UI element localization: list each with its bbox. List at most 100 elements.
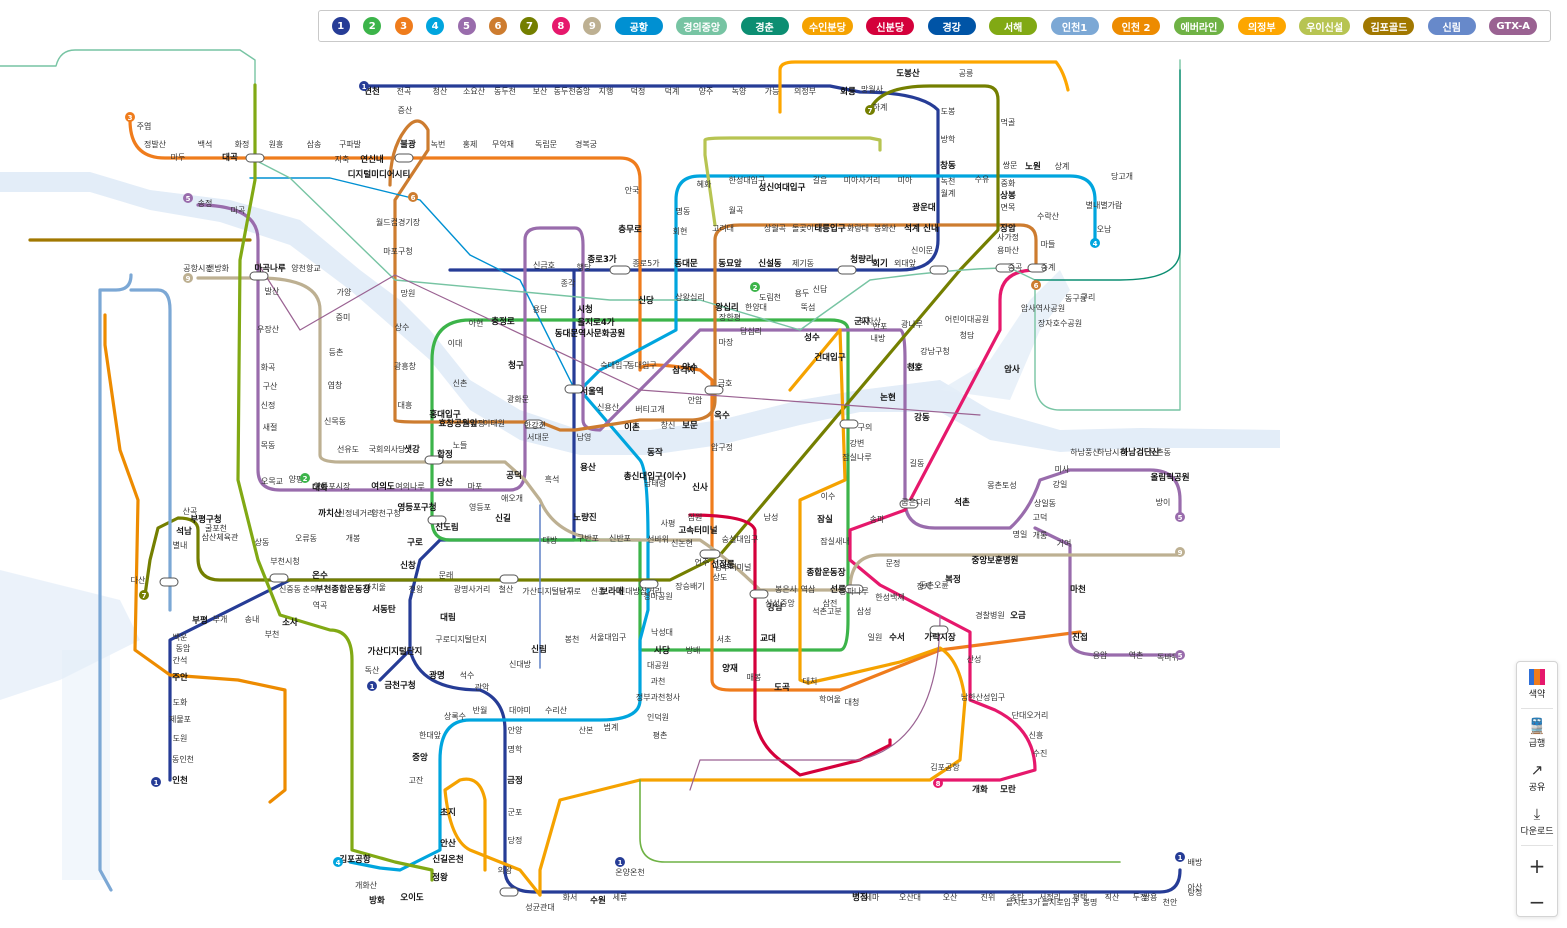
station-label[interactable]: 마장 [719,337,734,347]
station-label[interactable]: 태릉입구 [814,223,845,234]
station-label[interactable]: 증미 [336,313,351,322]
station-label[interactable]: 중화 [1001,179,1016,188]
station-label[interactable]: 소요산 [463,86,486,96]
station-label[interactable]: 오산대 [899,892,921,902]
station-label[interactable]: 의왕 [498,865,513,875]
station-label[interactable]: 가산디지털단지 [368,646,423,657]
station-label[interactable]: 월드컵경기장 [376,217,421,227]
station-label[interactable]: 외대앞 [894,258,917,268]
station-label[interactable]: 여의나루 [395,481,424,491]
station-label[interactable]: 종로3가 [587,254,617,265]
station-label[interactable]: 일원 [868,633,883,642]
station-label[interactable]: 답십리 [740,326,762,336]
station-label[interactable]: 남영 [577,432,592,442]
station-label[interactable]: 동대입구 [627,361,656,370]
station-label[interactable]: 사당 [654,645,670,656]
station-label[interactable]: 까치울 [364,583,386,592]
line-incheon2[interactable] [103,313,287,804]
station-label[interactable]: 범계 [604,722,619,732]
station-label[interactable]: 남구로 [559,587,581,596]
station-label[interactable]: 주안 [172,672,188,683]
legend-line-8[interactable]: 9 [583,17,602,35]
station-label[interactable]: 반월 [473,705,488,715]
station-label[interactable]: 회현 [673,227,688,236]
station-label[interactable]: 잠원 [688,512,703,522]
station-label[interactable]: 정발산 [144,139,167,149]
station-label[interactable]: 덕정 [631,86,646,96]
station-label[interactable]: 학여울 [819,694,841,704]
station-label[interactable]: 성균관대 [525,902,554,912]
station-label[interactable]: 샛강 [404,444,420,455]
station-label[interactable]: 대청 [845,698,860,707]
station-label[interactable]: 월곡 [729,205,744,215]
station-label[interactable]: 석촌 [954,497,970,508]
station-label[interactable]: 돌곶이 [792,223,814,233]
station-label[interactable]: 삼산체육관 [202,532,239,542]
station-label[interactable]: 장지 [917,581,932,591]
station-label[interactable]: 마두 [171,153,186,162]
station-label[interactable]: 암사역사공원 [1021,303,1065,313]
station-label[interactable]: 부평 [192,615,208,626]
station-label[interactable]: 도화 [173,698,188,707]
station-label[interactable]: 진위 [981,892,996,902]
station-label[interactable]: 쌍문 [1003,160,1018,170]
station-label[interactable]: 서대문 [527,433,549,442]
line-6[interactable] [388,119,1038,432]
station-label[interactable]: 이태원 [483,418,505,428]
line-7[interactable] [143,84,1000,597]
station-label[interactable]: 오남 [1097,225,1112,234]
line-seohae[interactable] [236,83,434,882]
station-label[interactable]: 부평구청 [190,514,221,525]
station-label[interactable]: 오금 [1010,611,1026,621]
station-label[interactable]: 대흥 [398,400,413,410]
station-label[interactable]: 금천구청 [384,680,415,691]
station-label[interactable]: 온양온천 [615,867,644,877]
station-label[interactable]: 세류 [613,893,628,902]
legend-line-16[interactable]: 인천1 [1050,17,1099,35]
station-label[interactable]: 의정부 [794,86,816,96]
station-label[interactable]: 경마공원 [643,591,672,601]
station-label[interactable]: 수유 [975,175,990,184]
station-label[interactable]: 녹사평 [463,418,485,428]
station-label[interactable]: 상계 [1055,161,1070,171]
station-label[interactable]: 탕정 [1188,887,1203,897]
station-label[interactable]: 불광 [400,139,416,150]
station-label[interactable]: 구로디지털단지 [435,634,487,644]
legend-line-21[interactable]: 김포골드 [1363,17,1415,35]
station-label[interactable]: 둔촌오륜 [919,581,948,590]
line-ui-sinseol[interactable] [703,136,882,227]
station-label[interactable]: 당산 [437,477,453,488]
station-label[interactable]: 종각 [561,278,576,288]
station-label[interactable]: 고잔 [409,775,424,785]
station-label[interactable]: 발산 [265,286,280,296]
station-label[interactable]: 안암 [688,395,703,405]
station-label[interactable]: 덕계 [665,86,680,96]
station-label[interactable]: 녹번 [431,140,446,149]
station-label[interactable]: 신중동 [279,585,301,594]
station-label[interactable]: 장암 [1000,223,1016,234]
station-label[interactable]: 장한평 [719,312,741,322]
station-label[interactable]: 평촌 [653,730,668,740]
legend-line-14[interactable]: 경강 [927,17,976,35]
station-label[interactable]: 상일동 [1034,498,1056,508]
station-label[interactable]: 녹천 [941,176,956,186]
station-label[interactable]: 한성대입구 [729,176,766,185]
station-label[interactable]: 청량리 [850,254,873,265]
station-label[interactable]: 마들 [1041,240,1056,249]
station-label[interactable]: 가락시장 [924,632,955,643]
station-label[interactable]: 동암 [176,643,191,653]
share-button[interactable]: ↗ 공유 [1517,755,1557,799]
station-label[interactable]: 남부터미널 [715,563,752,572]
station-label[interactable]: 구반포 [577,534,599,543]
line-5-macheon[interactable] [1033,526,1182,657]
station-label[interactable]: 독립문 [535,140,557,149]
station-label[interactable]: 서울대입구 [590,633,627,642]
station-label[interactable]: 학동 [907,362,922,372]
station-label[interactable]: 상봉 [1000,190,1016,201]
station-label[interactable]: 몽촌토성 [987,481,1016,490]
legend-line-3[interactable]: 4 [426,17,445,35]
station-label[interactable]: 동대문역사문화공원 [555,328,626,339]
station-label[interactable]: 언주 [695,557,710,567]
